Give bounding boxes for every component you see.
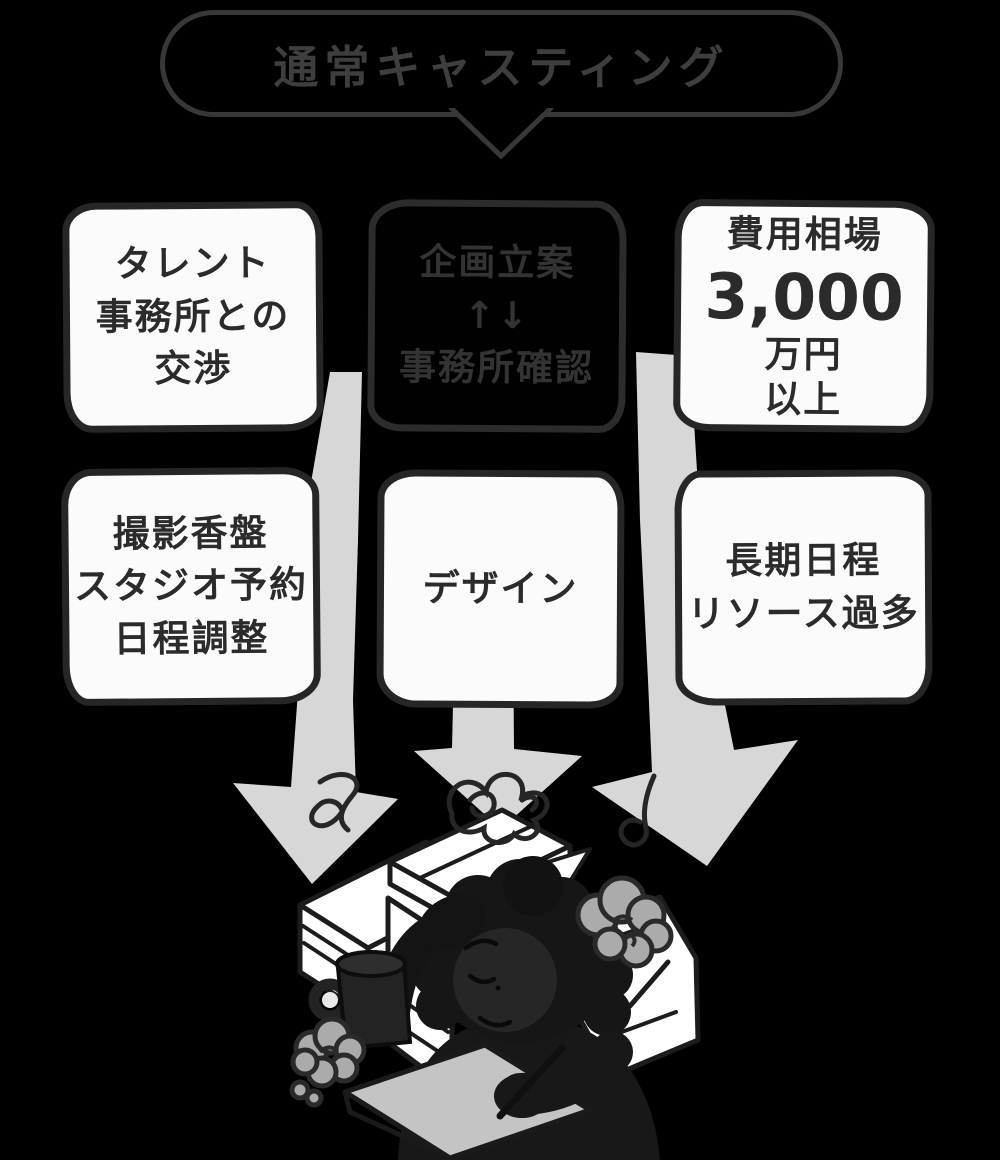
smoke-puff-right-icon (575, 875, 674, 969)
card-line: 事務所確認 (398, 345, 595, 390)
card-design: デザイン (376, 469, 625, 709)
pencil-icon (496, 1044, 566, 1120)
card-line: 以上 (764, 377, 843, 421)
card-line: 企画立案 (419, 240, 576, 285)
person-face-features (463, 938, 513, 1028)
card-cost-estimate: 費用相場 3,000 万円 以上 (672, 198, 936, 434)
person-left-hand (418, 894, 486, 950)
coffee-mug-icon (308, 950, 413, 1051)
card-longterm-resources: 長期日程 リソース過多 (674, 469, 933, 706)
smoke-puff-left-icon (289, 1016, 367, 1108)
cost-amount: 3,000 (704, 259, 905, 335)
card-line: デザイン (422, 566, 579, 611)
scribble-right-icon (618, 773, 657, 848)
cost-amount-line: 3,000 万円 (704, 259, 905, 378)
card-planning-agency-check: 企画立案 ↑↓ 事務所確認 (367, 199, 627, 433)
card-line: リソース過多 (687, 590, 920, 636)
scribbles (309, 772, 657, 848)
cost-unit: 万円 (764, 332, 843, 377)
card-line: タレント (114, 241, 271, 286)
updown-arrows-icon: ↑↓ (463, 293, 531, 337)
card-line: 交渉 (154, 346, 233, 391)
person-face (453, 928, 557, 1032)
scribble-left-icon (309, 772, 360, 833)
title-bubble: 通常キャスティング (160, 10, 843, 117)
page-title: 通常キャスティング (273, 41, 730, 94)
card-line: 事務所との (95, 294, 291, 339)
bubble-pointer-icon (448, 108, 554, 160)
card-shooting-schedule: 撮影香盤 スタジオ予約 日程調整 (60, 466, 322, 707)
scribble-center-tail-icon (519, 794, 539, 813)
card-line: 日程調整 (113, 616, 270, 661)
scribble-center-icon (446, 772, 550, 845)
card-line: 長期日程 (725, 538, 882, 583)
card-line: スタジオ予約 (73, 563, 309, 609)
card-line: 費用相場 (726, 212, 883, 257)
card-talent-agency-negotiation: タレント 事務所との 交渉 (62, 201, 324, 433)
card-line: 撮影香盤 (112, 511, 269, 556)
person-writing-arm (494, 1031, 633, 1120)
person-hair-bun (503, 856, 563, 916)
